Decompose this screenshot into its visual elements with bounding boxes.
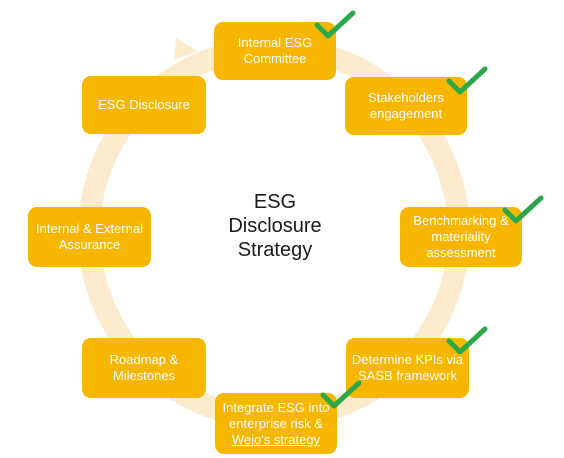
step-line: Integrate ESG into bbox=[222, 399, 330, 415]
step-line: Assurance bbox=[58, 237, 121, 252]
step-line: ESG Disclosure bbox=[98, 97, 190, 112]
check-icon bbox=[314, 10, 356, 39]
step-internal-esg-committee: Internal ESG Committee bbox=[214, 22, 336, 80]
step-line: Roadmap & bbox=[109, 352, 179, 367]
step-line: Committee bbox=[243, 51, 307, 66]
step-line: Determine KPIs via bbox=[351, 352, 464, 367]
title-line: Disclosure bbox=[228, 215, 322, 237]
check-icon bbox=[320, 380, 362, 409]
step-line: Stakeholders bbox=[368, 90, 444, 105]
step-esg-disclosure: ESG Disclosure bbox=[82, 76, 206, 134]
step-internal-external-assurance: Internal & External Assurance bbox=[28, 207, 151, 267]
step-line: SASB framework bbox=[358, 368, 457, 383]
step-benchmarking-materiality: Benchmarking & materiality assessment bbox=[400, 207, 522, 267]
check-icon bbox=[446, 66, 488, 95]
check-icon bbox=[502, 195, 544, 224]
step-line: enterprise risk & bbox=[229, 415, 323, 431]
step-line: materiality bbox=[431, 229, 491, 244]
step-line: Internal & External bbox=[36, 221, 143, 236]
cycle-arrowhead bbox=[174, 38, 198, 60]
title-line: ESG bbox=[253, 191, 297, 213]
step-roadmap-milestones: Roadmap & Milestones bbox=[82, 338, 206, 398]
step-line: assessment bbox=[426, 245, 496, 260]
step-integrate-esg: Integrate ESG into enterprise risk & Wej… bbox=[215, 393, 337, 454]
step-line: Milestones bbox=[112, 368, 176, 383]
step-line: Internal ESG bbox=[237, 35, 313, 50]
step-line: engagement bbox=[369, 106, 443, 121]
check-icon bbox=[446, 326, 488, 355]
step-stakeholders-engagement: Stakeholders engagement bbox=[345, 77, 467, 135]
step-line: Benchmarking & bbox=[413, 213, 509, 228]
step-line: Wejo's strategy bbox=[231, 431, 321, 447]
diagram-title: ESG Disclosure Strategy bbox=[200, 190, 350, 262]
title-line: Strategy bbox=[237, 239, 313, 261]
step-determine-kpis: Determine KPIs via SASB framework bbox=[346, 338, 469, 398]
